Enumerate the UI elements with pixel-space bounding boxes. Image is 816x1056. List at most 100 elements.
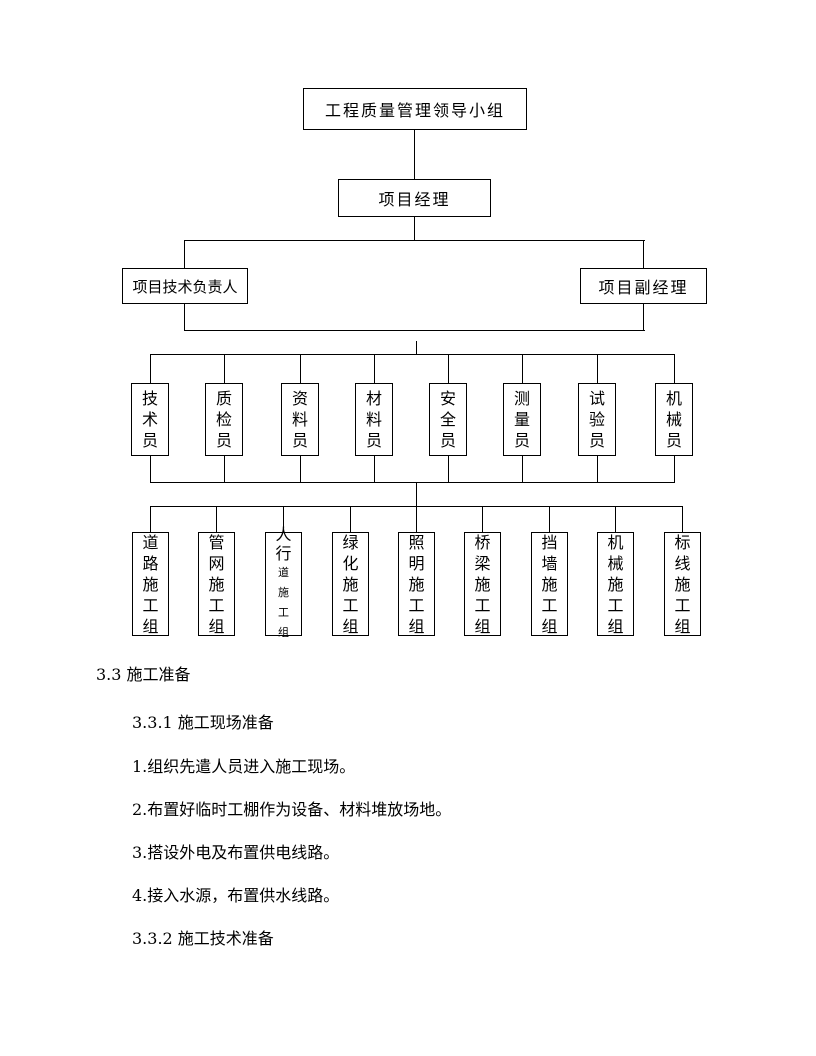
root-label: 工程质量管理领导小组	[324, 101, 505, 120]
manager-label: 项目经理	[378, 190, 451, 209]
staff-box: 试验员	[578, 383, 616, 456]
group-label-char: 工	[278, 606, 289, 619]
group-label-char: 机	[607, 532, 624, 552]
connector	[184, 240, 645, 242]
group-label-char: 人	[275, 525, 292, 544]
staff-label-char: 全	[439, 410, 456, 429]
group-label-char: 施	[208, 574, 225, 594]
group-label-char: 桥	[474, 532, 491, 552]
staff-label-char: 资	[291, 389, 308, 408]
group-label-char: 施	[408, 574, 425, 594]
staff-box: 测量员	[503, 383, 541, 456]
staff-label-char: 员	[215, 431, 232, 450]
group-label-char: 械	[607, 553, 624, 573]
tech-lead-label: 项目技术负责人	[132, 277, 238, 296]
sub-heading-1: 3.3.1 施工现场准备	[132, 713, 274, 732]
connector	[150, 456, 152, 483]
group-label-char: 施	[607, 574, 624, 594]
connector	[184, 240, 186, 270]
connector	[283, 506, 285, 533]
group-label-char: 组	[408, 616, 425, 636]
group-box: 桥梁施工组	[464, 532, 501, 636]
tech-lead-box: 项目技术负责人	[122, 268, 248, 304]
connector	[374, 456, 376, 483]
sub-heading-2: 3.3.2 施工技术准备	[132, 929, 274, 948]
staff-label-char: 试	[588, 389, 605, 408]
staff-label-char: 员	[141, 431, 158, 450]
group-label-char: 施	[342, 574, 359, 594]
staff-label-char: 员	[513, 431, 530, 450]
connector	[150, 354, 674, 356]
group-label-char: 梁	[474, 553, 491, 573]
staff-label-char: 员	[291, 431, 308, 450]
group-label-char: 组	[342, 616, 359, 636]
group-label-char: 挡	[541, 532, 558, 552]
connector	[416, 482, 418, 506]
group-box: 标线施工组	[664, 532, 701, 636]
connector	[522, 354, 524, 384]
group-label-char: 组	[278, 626, 289, 639]
group-label-char: 明	[408, 553, 425, 573]
connector	[184, 304, 186, 331]
staff-label-char: 材	[365, 389, 382, 408]
connector	[522, 456, 524, 483]
group-label-char: 组	[607, 616, 624, 636]
group-label-char: 工	[142, 595, 159, 615]
list-item: 4.接入水源，布置供水线路。	[132, 886, 340, 905]
staff-box: 质检员	[205, 383, 243, 456]
group-label-char: 组	[142, 616, 159, 636]
connector	[224, 456, 226, 483]
connector	[643, 304, 645, 331]
connector	[448, 456, 450, 483]
connector	[643, 240, 645, 270]
connector	[224, 354, 226, 384]
staff-label-char: 料	[291, 410, 308, 429]
group-label-char: 道	[142, 532, 159, 552]
connector	[482, 506, 484, 533]
connector	[350, 506, 352, 533]
section-heading: 3.3 施工准备	[96, 665, 191, 684]
staff-label-char: 质	[215, 389, 232, 408]
connector	[549, 506, 551, 533]
group-label-char: 工	[208, 595, 225, 615]
group-label-char: 路	[142, 553, 159, 573]
staff-label-char: 员	[439, 431, 456, 450]
connector	[150, 482, 674, 484]
connector	[416, 341, 418, 355]
staff-label-char: 术	[141, 410, 158, 429]
connector	[150, 506, 152, 533]
staff-label-char: 测	[513, 389, 530, 408]
org-chart: 工程质量管理领导小组 项目经理 项目技术负责人 项目副经理 技术员质检员资料员材…	[122, 88, 707, 639]
staff-label-char: 验	[588, 410, 605, 429]
staff-box: 机械员	[655, 383, 693, 456]
staff-label-char: 械	[665, 410, 682, 429]
connector	[682, 506, 684, 533]
group-box: 绿化施工组	[332, 532, 369, 636]
connector	[216, 506, 218, 533]
group-label-char: 墙	[541, 553, 558, 573]
staff-label-char: 量	[513, 410, 530, 429]
group-label-char: 标	[674, 532, 691, 552]
group-label-char: 工	[541, 595, 558, 615]
group-label-char: 行	[275, 544, 292, 563]
staff-label-char: 员	[365, 431, 382, 450]
connector	[416, 506, 418, 533]
staff-label-char: 技	[141, 389, 158, 408]
staff-label-char: 安	[439, 389, 456, 408]
staff-box: 安全员	[429, 383, 467, 456]
group-label-char: 施	[278, 586, 289, 599]
group-label-char: 网	[208, 553, 225, 573]
root-box: 工程质量管理领导小组	[303, 88, 527, 130]
group-label-char: 组	[208, 616, 225, 636]
group-label-char: 工	[342, 595, 359, 615]
connector	[674, 354, 676, 384]
connector	[674, 456, 676, 483]
connector	[374, 354, 376, 384]
group-label-char: 工	[674, 595, 691, 615]
group-label-char: 道	[278, 566, 289, 579]
staff-box: 技术员	[131, 383, 169, 456]
list-item: 3.搭设外电及布置供电线路。	[132, 843, 340, 862]
group-label-char: 组	[474, 616, 491, 636]
group-label-char: 化	[342, 553, 359, 573]
group-label-char: 工	[474, 595, 491, 615]
